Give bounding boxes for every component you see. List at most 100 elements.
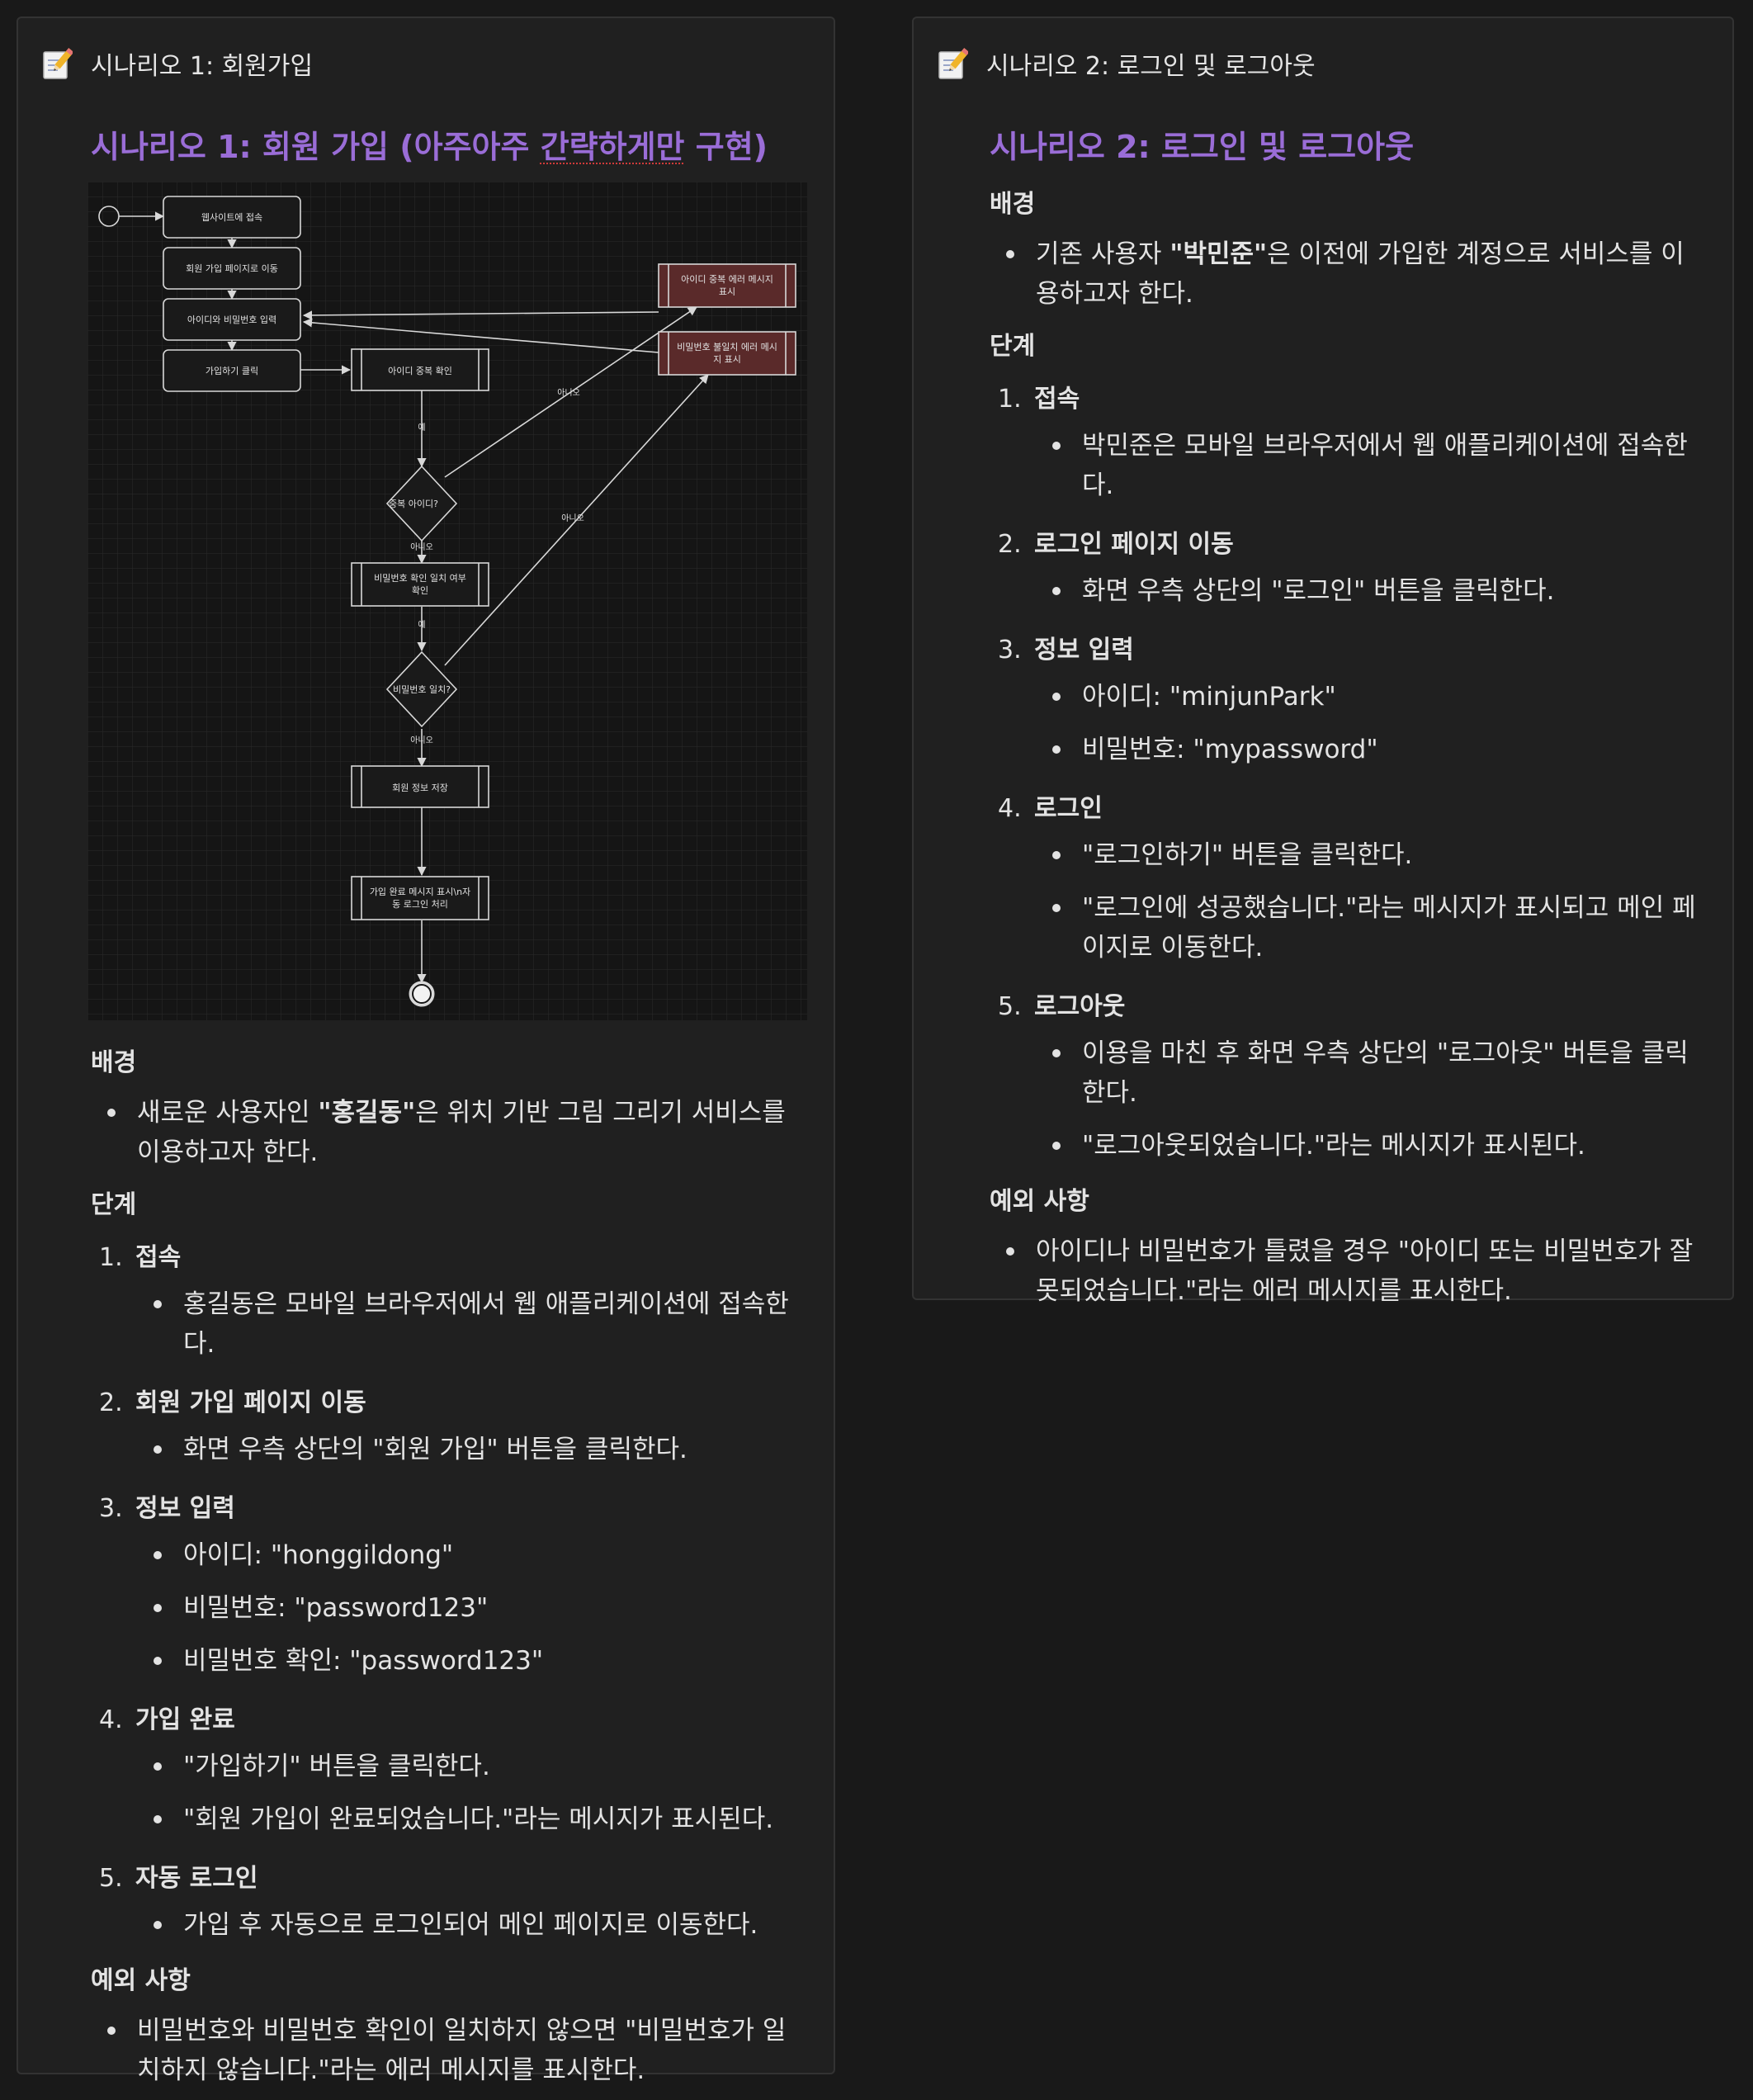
list-item: 홍길동은 모바일 브라우저에서 웹 애플리케이션에 접속한다. <box>154 1284 801 1364</box>
step-heading: 3. 정보 입력 <box>91 1483 801 1535</box>
step-item: 4. 가입 완료 "가입하기" 버튼을 클릭한다. "회원 가입이 완료되었습니다."… <box>91 1694 801 1839</box>
svg-text:비밀번호 불일치 에러 메시: 비밀번호 불일치 에러 메시 <box>677 341 777 352</box>
list-item: 새로운 사용자인 "홍길동"은 위치 기반 그림 그리기 서비스를 이용하고자 … <box>107 1093 801 1172</box>
background-list: 기존 사용자 "박민준"은 이전에 가입한 계정으로 서비스를 이용하고자 한다… <box>990 234 1699 314</box>
card-header[interactable]: 시나리오 1: 회원가입 <box>41 45 313 82</box>
step-item: 4.로그인"로그인하기" 버튼을 클릭한다."로그인에 성공했습니다."라는 메… <box>990 783 1699 967</box>
scenario-1-card: 시나리오 1: 회원가입 시나리오 1: 회원 가입 (아주아주 간략하게만 구… <box>17 17 835 2085</box>
card-header-title: 시나리오 1: 회원가입 <box>91 52 314 81</box>
card-header[interactable]: 시나리오 2: 로그인 및 로그아웃 <box>937 45 1316 82</box>
step-details: 가입 후 자동으로 로그인되어 메인 페이지로 이동한다. <box>91 1905 801 1945</box>
step-details: "가입하기" 버튼을 클릭한다. "회원 가입이 완료되었습니다."라는 메시지가… <box>91 1747 801 1839</box>
list-item: 화면 우측 상단의 "회원 가입" 버튼을 클릭한다. <box>154 1430 801 1469</box>
memo-pencil-icon <box>41 47 73 80</box>
node-visit: 웹사이트에 접속 <box>201 212 262 223</box>
svg-text:회원 가입 페이지로 이동: 회원 가입 페이지로 이동 <box>186 263 278 274</box>
step-details: 박민준은 모바일 브라우저에서 웹 애플리케이션에 접속한다. <box>990 426 1699 505</box>
step-number: 5. <box>998 992 1022 1021</box>
step-title: 자동 로그인 <box>135 1864 258 1893</box>
document-body: 시나리오 2: 로그인 및 로그아웃 배경 기존 사용자 "박민준"은 이전에 … <box>990 125 1699 1321</box>
step-details: 화면 우측 상단의 "로그인" 버튼을 클릭한다. <box>990 571 1699 611</box>
svg-text:아니오: 아니오 <box>561 513 584 523</box>
list-item: 비밀번호: "password123" <box>154 1588 801 1628</box>
svg-text:비밀번호 일치?: 비밀번호 일치? <box>393 683 451 695</box>
list-item: 화면 우측 상단의 "로그인" 버튼을 클릭한다. <box>1052 571 1699 611</box>
step-number: 1. <box>99 1243 123 1272</box>
list-item: 비밀번호와 비밀번호 확인이 일치하지 않으면 "비밀번호가 일치하지 않습니다… <box>107 2011 801 2090</box>
step-heading: 5. 자동 로그인 <box>91 1852 801 1905</box>
step-details: 이용을 마친 후 화면 우측 상단의 "로그아웃" 버튼을 클릭한다. "로그아웃… <box>990 1033 1699 1166</box>
svg-text:확인: 확인 <box>412 585 428 596</box>
step-title: 가입 완료 <box>135 1705 235 1734</box>
svg-text:아이디 중복 에러 메시지: 아이디 중복 에러 메시지 <box>681 274 773 285</box>
list-item: 박민준은 모바일 브라우저에서 웹 애플리케이션에 접속한다. <box>1052 426 1699 505</box>
svg-text:아니오: 아니오 <box>557 388 580 398</box>
list-item: "로그인하기" 버튼을 클릭한다. <box>1052 835 1699 875</box>
steps-heading: 단계 <box>990 332 1036 361</box>
document-body: 시나리오 1: 회원 가입 (아주아주 간략하게만 구현) <box>87 125 807 2100</box>
page-title: 시나리오 2: 로그인 및 로그아웃 <box>990 129 1415 165</box>
svg-text:비밀번호 확인 일치 여부: 비밀번호 확인 일치 여부 <box>374 572 466 584</box>
svg-text:예: 예 <box>418 620 425 630</box>
step-number: 4. <box>99 1705 123 1734</box>
step-number: 2. <box>99 1388 123 1417</box>
step-title: 정보 입력 <box>1034 636 1134 665</box>
step-number: 3. <box>998 636 1022 665</box>
background-list: 새로운 사용자인 "홍길동"은 위치 기반 그림 그리기 서비스를 이용하고자 … <box>91 1093 801 1172</box>
list-item: "로그아웃되었습니다."라는 메시지가 표시된다. <box>1052 1126 1699 1166</box>
step-title: 로그아웃 <box>1034 992 1126 1021</box>
step-title: 접속 <box>1034 385 1080 414</box>
step-heading: 3. 정보 입력 <box>990 624 1699 677</box>
svg-text:표시: 표시 <box>719 286 735 297</box>
step-title: 접속 <box>135 1243 182 1272</box>
background-heading: 배경 <box>990 190 1036 219</box>
step-details: 아이디: "minjunPark"비밀번호: "mypassword" <box>990 677 1699 769</box>
step-number: 1. <box>998 385 1022 414</box>
svg-text:동 로그인 처리: 동 로그인 처리 <box>392 899 448 910</box>
list-item: 기존 사용자 "박민준"은 이전에 가입한 계정으로 서비스를 이용하고자 한다… <box>1006 234 1699 314</box>
svg-text:아이디 중복 확인: 아이디 중복 확인 <box>388 366 452 376</box>
step-title: 로그인 <box>1034 794 1103 823</box>
scenario-2-card: 시나리오 2: 로그인 및 로그아웃 시나리오 2: 로그인 및 로그아웃 배경… <box>912 17 1734 1306</box>
svg-text:예: 예 <box>418 423 425 433</box>
list-item: 가입 후 자동으로 로그인되어 메인 페이지로 이동한다. <box>154 1905 801 1945</box>
step-details: 홍길동은 모바일 브라우저에서 웹 애플리케이션에 접속한다. <box>91 1284 801 1364</box>
list-item: 아이디: "honggildong" <box>154 1535 801 1575</box>
step-heading: 4. 가입 완료 <box>91 1694 801 1747</box>
step-details: "로그인하기" 버튼을 클릭한다."로그인에 성공했습니다."라는 메시지가 표… <box>990 835 1699 967</box>
step-heading: 2.로그인 페이지 이동 <box>990 518 1699 571</box>
svg-text:회원 정보 저장: 회원 정보 저장 <box>392 783 448 793</box>
step-details: 화면 우측 상단의 "회원 가입" 버튼을 클릭한다. <box>91 1430 801 1469</box>
list-item: 이용을 마친 후 화면 우측 상단의 "로그아웃" 버튼을 클릭한다. <box>1052 1033 1699 1113</box>
list-item: "가입하기" 버튼을 클릭한다. <box>154 1747 801 1786</box>
svg-text:가입하기 클릭: 가입하기 클릭 <box>206 365 258 376</box>
end-node <box>412 984 432 1004</box>
svg-text:가입 완료 메시지 표시\n자: 가입 완료 메시지 표시\n자 <box>370 887 470 897</box>
step-number: 5. <box>99 1864 123 1893</box>
signup-flowchart: 웹사이트에 접속 회원 가입 페이지로 이동 아이디와 비밀번호 입력 가입하기… <box>87 182 807 1020</box>
step-heading: 1. 접속 <box>990 373 1699 426</box>
exceptions-heading: 예외 사항 <box>91 1966 191 1995</box>
step-number: 3. <box>99 1494 123 1523</box>
step-title: 정보 입력 <box>135 1494 235 1523</box>
list-item: 비밀번호 확인: "password123" <box>154 1641 801 1681</box>
svg-text:아이디와 비밀번호 입력: 아이디와 비밀번호 입력 <box>187 315 276 325</box>
svg-text:아니오: 아니오 <box>410 735 433 745</box>
exceptions-heading: 예외 사항 <box>990 1187 1089 1216</box>
page-title: 시나리오 1: 회원 가입 (아주아주 간략하게만 구현) <box>91 129 768 165</box>
step-details: 아이디: "honggildong" 비밀번호: "password123" 비밀번… <box>91 1535 801 1681</box>
exceptions-list: 비밀번호와 비밀번호 확인이 일치하지 않으면 "비밀번호가 일치하지 않습니다… <box>91 2011 801 2090</box>
memo-pencil-icon <box>937 47 968 80</box>
svg-text:지 표시: 지 표시 <box>713 354 741 365</box>
list-item: "회원 가입이 완료되었습니다."라는 메시지가 표시된다. <box>154 1800 801 1839</box>
steps-heading: 단계 <box>91 1190 137 1219</box>
step-heading: 2.회원 가입 페이지 이동 <box>91 1377 801 1430</box>
